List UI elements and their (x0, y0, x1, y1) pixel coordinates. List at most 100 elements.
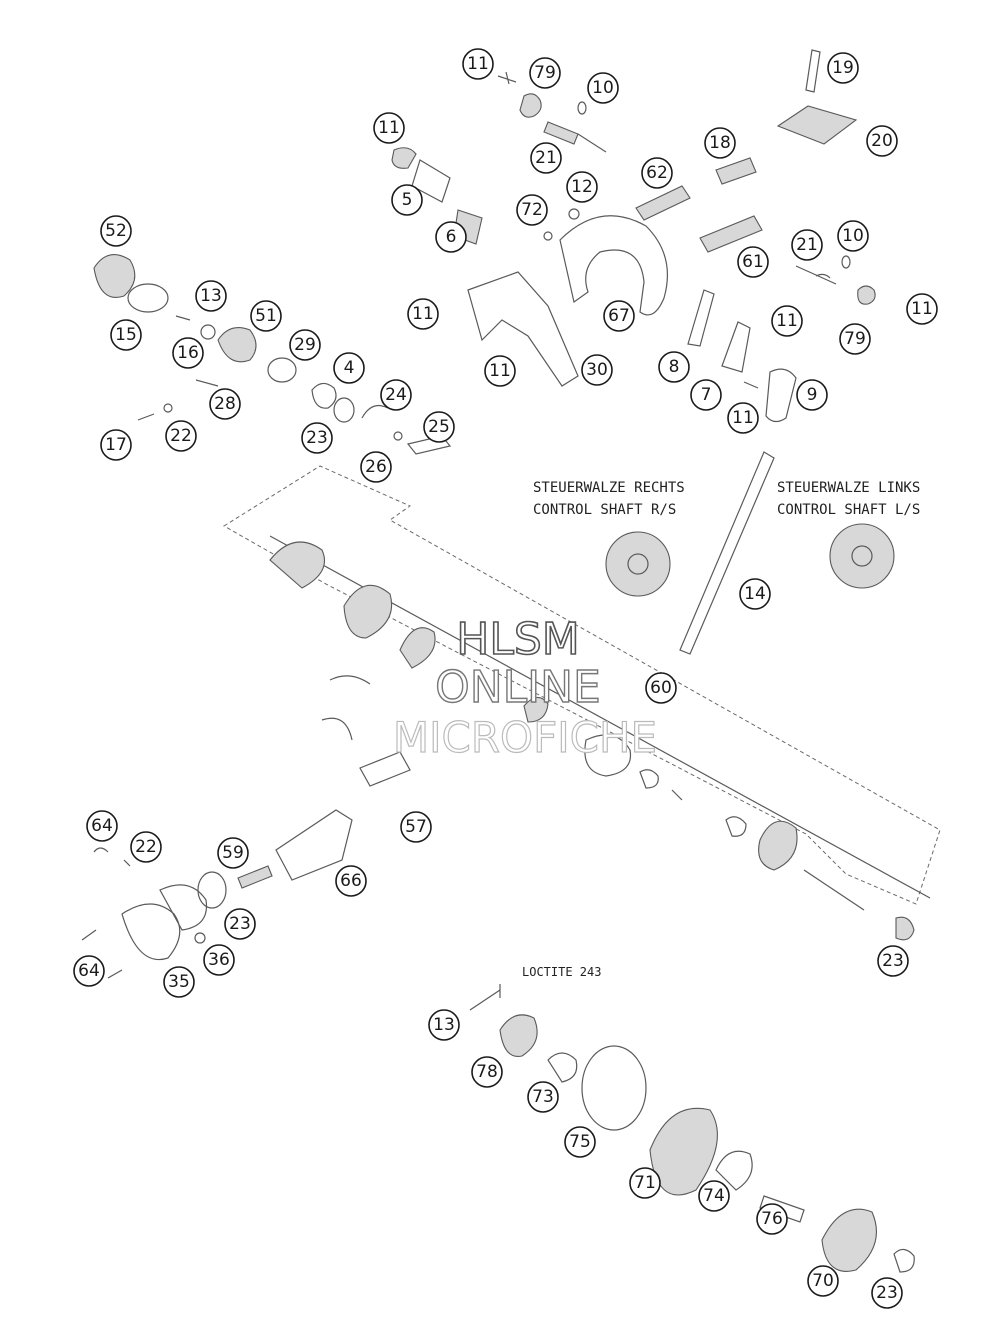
svg-text:59: 59 (222, 843, 244, 863)
callout: 70 (807, 1265, 839, 1297)
svg-text:7: 7 (701, 385, 712, 405)
callout: 76 (756, 1203, 788, 1235)
svg-text:29: 29 (294, 335, 316, 355)
svg-text:19: 19 (832, 58, 854, 78)
svg-text:24: 24 (385, 385, 407, 405)
callout: 10 (587, 72, 619, 104)
callout: 79 (529, 57, 561, 89)
svg-text:22: 22 (170, 426, 192, 446)
callout: 57 (400, 811, 432, 843)
svg-text:66: 66 (340, 871, 362, 891)
callout: 73 (527, 1081, 559, 1113)
callout: 35 (163, 966, 195, 998)
callout: 52 (100, 215, 132, 247)
callout: 36 (203, 944, 235, 976)
svg-text:67: 67 (608, 306, 630, 326)
callout: 11 (484, 355, 516, 387)
svg-text:36: 36 (208, 950, 230, 970)
callout: 66 (335, 865, 367, 897)
callout: 79 (839, 323, 871, 355)
callout: 61 (737, 246, 769, 278)
callout: 26 (360, 451, 392, 483)
callout: 11 (771, 305, 803, 337)
callout: 9 (796, 379, 828, 411)
svg-text:17: 17 (105, 435, 127, 455)
callout: 22 (130, 831, 162, 863)
callout: 51 (250, 300, 282, 332)
callout: 8 (658, 351, 690, 383)
svg-text:22: 22 (135, 837, 157, 857)
svg-text:10: 10 (592, 78, 614, 98)
watermark-line-2: ONLINE (435, 662, 601, 713)
svg-text:60: 60 (650, 678, 672, 698)
callout: 60 (645, 672, 677, 704)
callout: 16 (172, 337, 204, 369)
label-control-shaft-left-de: STEUERWALZE LINKS (777, 480, 920, 496)
callout: 29 (289, 329, 321, 361)
svg-text:64: 64 (78, 961, 100, 981)
svg-text:23: 23 (306, 428, 328, 448)
callout: 11 (462, 48, 494, 80)
callout: 4 (333, 352, 365, 384)
svg-text:5: 5 (402, 190, 413, 210)
callout: 21 (530, 142, 562, 174)
callout: 13 (428, 1009, 460, 1041)
svg-text:11: 11 (776, 311, 798, 331)
svg-text:11: 11 (412, 304, 434, 324)
svg-text:73: 73 (532, 1087, 554, 1107)
svg-text:8: 8 (669, 357, 680, 377)
callout: 64 (73, 955, 105, 987)
svg-text:6: 6 (446, 227, 457, 247)
svg-text:70: 70 (812, 1271, 834, 1291)
label-control-shaft-right-en: CONTROL SHAFT R/S (533, 502, 676, 518)
callout: 59 (217, 837, 249, 869)
svg-text:14: 14 (744, 584, 766, 604)
callout: 5 (391, 184, 423, 216)
callout: 62 (641, 157, 673, 189)
svg-text:21: 21 (535, 148, 557, 168)
svg-text:30: 30 (586, 360, 608, 380)
svg-text:13: 13 (433, 1015, 455, 1035)
callout: 23 (877, 945, 909, 977)
svg-text:52: 52 (105, 221, 127, 241)
callout: 10 (837, 220, 869, 252)
callout: 20 (866, 125, 898, 157)
svg-text:12: 12 (571, 177, 593, 197)
label-control-shaft-right-de: STEUERWALZE RECHTS (533, 480, 685, 496)
callout: 64 (86, 810, 118, 842)
svg-text:72: 72 (521, 200, 543, 220)
svg-text:28: 28 (214, 394, 236, 414)
svg-text:21: 21 (796, 235, 818, 255)
svg-text:13: 13 (200, 286, 222, 306)
callout: 7 (690, 379, 722, 411)
callout: 71 (629, 1167, 661, 1199)
svg-text:61: 61 (742, 252, 764, 272)
svg-text:10: 10 (842, 226, 864, 246)
callout: 23 (301, 422, 333, 454)
callout: 6 (435, 221, 467, 253)
callouts: 11 79 10 19 11 21 18 20 5 6 72 12 62 52 … (73, 48, 938, 1309)
callout: 78 (471, 1056, 503, 1088)
svg-text:75: 75 (569, 1132, 591, 1152)
callout: 23 (224, 908, 256, 940)
callout: 67 (603, 300, 635, 332)
callout: 14 (739, 578, 771, 610)
svg-text:57: 57 (405, 817, 427, 837)
svg-text:18: 18 (709, 133, 731, 153)
svg-text:11: 11 (911, 299, 933, 319)
callout: 75 (564, 1126, 596, 1158)
callout: 24 (380, 379, 412, 411)
svg-text:62: 62 (646, 163, 668, 183)
callout: 15 (110, 319, 142, 351)
callout: 28 (209, 388, 241, 420)
part-drawings (81, 49, 941, 1273)
svg-text:23: 23 (882, 951, 904, 971)
svg-text:16: 16 (177, 343, 199, 363)
callout: 11 (373, 112, 405, 144)
callout: 23 (871, 1277, 903, 1309)
callout: 11 (906, 293, 938, 325)
callout: 18 (704, 127, 736, 159)
callout: 13 (195, 280, 227, 312)
svg-text:20: 20 (871, 131, 893, 151)
